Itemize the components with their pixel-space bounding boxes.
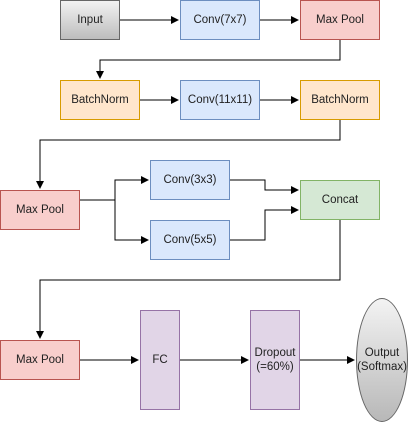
edge-conv5-to-concat <box>230 206 299 241</box>
edge-maxpool2-to-conv5 <box>80 199 149 244</box>
edge-conv3-to-concat <box>230 179 299 194</box>
concat-node: Concat <box>300 180 380 220</box>
conv3-node: Conv(3x3) <box>150 160 230 200</box>
edge-concat-to-maxpool3 <box>36 220 341 339</box>
conv7-node: Conv(7x7) <box>180 0 260 40</box>
conv5-node: Conv(5x5) <box>150 220 230 260</box>
maxpool2-node: Max Pool <box>0 190 80 230</box>
output-node: Output (Softmax) <box>356 298 408 422</box>
batchnorm1-node: BatchNorm <box>60 80 140 120</box>
edge-maxpool2-to-conv3 <box>80 176 149 201</box>
conv11-node: Conv(11x11) <box>180 80 260 120</box>
fc-node: FC <box>140 310 180 410</box>
input-node: Input <box>60 0 120 40</box>
maxpool3-node: Max Pool <box>0 340 80 380</box>
dropout-node: Dropout (=60%) <box>250 310 300 410</box>
batchnorm2-node: BatchNorm <box>300 80 380 120</box>
edge-batchnorm2-to-maxpool2 <box>36 120 341 189</box>
edge-maxpool1-to-batchnorm1 <box>96 40 341 79</box>
maxpool1-node: Max Pool <box>300 0 380 40</box>
